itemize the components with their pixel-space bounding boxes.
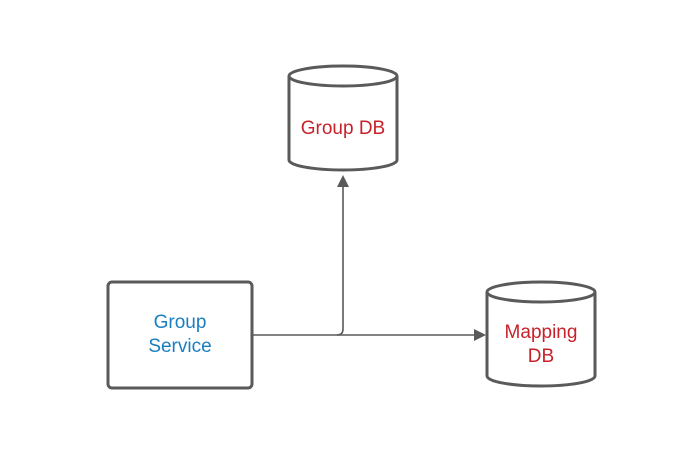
group-service-label-line2: Service bbox=[148, 336, 211, 357]
mapping-db-body bbox=[485, 292, 597, 388]
group-db-top bbox=[287, 64, 399, 88]
mapping-db-label-line1: Mapping bbox=[505, 322, 578, 343]
group-db-node[interactable]: Group DB bbox=[287, 64, 399, 172]
mapping-db-node[interactable]: Mapping DB bbox=[485, 280, 597, 388]
group-service-node[interactable]: Group Service bbox=[106, 280, 254, 390]
group-service-box bbox=[106, 280, 254, 390]
mapping-db-label-line2: DB bbox=[528, 346, 554, 367]
mapping-db-top bbox=[485, 280, 597, 304]
group-db-label: Group DB bbox=[301, 118, 385, 139]
group-db-body bbox=[287, 76, 399, 172]
group-service-label-line1: Group bbox=[154, 312, 207, 333]
edge-service-to-group-db bbox=[336, 175, 349, 336]
